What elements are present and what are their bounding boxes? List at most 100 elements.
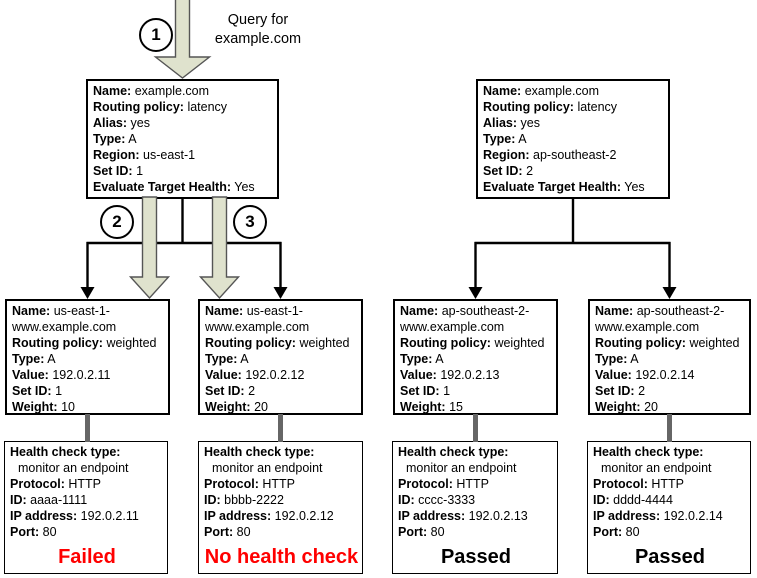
record-line-port: Port: 80 [204,524,359,540]
record-line-type: Type: A [205,351,358,367]
record-line-alias: Alias: yes [93,115,274,131]
record-line-value: Value: 192.0.2.11 [12,367,165,383]
field-label: Routing policy: [12,336,103,350]
record-line-routing-policy: Routing policy: weighted [12,335,165,351]
step2-flow-arrow-icon [128,196,171,300]
field-value: latency [187,100,228,114]
field-label: Protocol: [593,477,648,491]
field-value: HTTP [651,477,684,491]
field-label: Port: [10,525,40,539]
weighted-record-box-4: Name: ap-southeast-2-www.example.com Rou… [588,299,751,415]
down-arrowhead-icon [273,287,288,299]
record-line-alias: Alias: yes [483,115,665,131]
field-value: ap-southeast-2-www.example.com [400,304,530,334]
field-value: us-east-1 [143,148,196,162]
health-check-type-label: Health check type: [10,444,164,460]
field-label: IP address: [10,509,78,523]
step-1-badge: 1 [139,18,173,52]
health-check-type-value: monitor an endpoint [601,461,712,475]
field-label: Type: [12,352,45,366]
health-check-box-4: Health check type: monitor an endpoint P… [587,441,751,574]
field-value: 80 [42,525,57,539]
record-line-evaluate-target-health: Evaluate Target Health: Yes [483,179,665,195]
field-label: Weight: [12,400,58,414]
field-value: 20 [644,400,658,414]
field-label: Type: [595,352,628,366]
field-label: ID: [10,493,27,507]
record-line-ip-address: IP address: 192.0.2.11 [10,508,164,524]
field-label: Health check type: [398,445,509,459]
record-line-name: Name: us-east-1-www.example.com [12,303,165,335]
record-line-ip-address: IP address: 192.0.2.12 [204,508,359,524]
field-value: aaaa-1111 [30,493,88,507]
field-label: Region: [483,148,530,162]
field-label: Set ID: [93,164,133,178]
field-label: Protocol: [398,477,453,491]
latency-record-box-us-east-1: Name: example.com Routing policy: latenc… [86,79,279,199]
field-value: yes [520,116,540,130]
field-value: ap-southeast-2 [533,148,617,162]
record-line-protocol: Protocol: HTTP [398,476,554,492]
field-label: Port: [593,525,623,539]
step-2-badge: 2 [100,205,134,239]
field-label: Routing policy: [93,100,184,114]
field-label: Value: [205,368,242,382]
health-status-badge: No health check [204,546,359,568]
field-label: IP address: [398,509,466,523]
record-line-name: Name: example.com [93,83,274,99]
field-value: 1 [136,164,144,178]
field-label: Name: [483,84,522,98]
field-label: Type: [205,352,238,366]
field-value: 192.0.2.11 [80,509,139,523]
field-value: 192.0.2.14 [663,509,723,523]
field-label: Alias: [93,116,128,130]
right-connector-lines [468,199,677,299]
field-value: A [518,132,527,146]
field-value: weighted [299,336,350,350]
field-value: 10 [61,400,75,414]
record-line-type: Type: A [595,351,746,367]
field-label: Set ID: [205,384,245,398]
record-line-name: Name: ap-southeast-2-www.example.com [400,303,553,335]
field-label: Weight: [205,400,251,414]
record-line-id: ID: aaaa-1111 [10,492,164,508]
query-label: Query for example.com [197,11,319,49]
record-line-evaluate-target-health: Evaluate Target Health: Yes [93,179,274,195]
record-line-port: Port: 80 [398,524,554,540]
record-line-value: Value: 192.0.2.12 [205,367,358,383]
field-label: Alias: [483,116,518,130]
field-label: Port: [204,525,234,539]
record-line-ip-address: IP address: 192.0.2.13 [398,508,554,524]
record-line-set-id: Set ID: 2 [595,383,746,399]
down-arrowhead-icon [662,287,677,299]
health-check-box-2: Health check type: monitor an endpoint P… [198,441,363,574]
record-line-set-id: Set ID: 1 [12,383,165,399]
field-label: Name: [205,304,244,318]
record-line-set-id: Set ID: 1 [400,383,553,399]
record-line-protocol: Protocol: HTTP [10,476,164,492]
health-status-badge: Failed [58,546,116,568]
field-label: Port: [398,525,428,539]
step-3-badge: 3 [233,205,267,239]
field-value: 192.0.2.13 [440,368,500,382]
field-value: 15 [449,400,463,414]
field-label: Routing policy: [400,336,491,350]
record-line-region: Region: us-east-1 [93,147,274,163]
field-label: Name: [93,84,132,98]
field-value: A [630,352,639,366]
field-value: us-east-1-www.example.com [12,304,117,334]
record-line-type: Type: A [93,131,274,147]
record-line-id: ID: bbbb-2222 [204,492,359,508]
field-label: Weight: [595,400,641,414]
record-line-set-id: Set ID: 2 [205,383,358,399]
down-arrowhead-icon [468,287,483,299]
record-line-port: Port: 80 [10,524,164,540]
record-line-value: Value: 192.0.2.13 [400,367,553,383]
field-label: Type: [93,132,126,146]
health-check-type-label: Health check type: [204,444,359,460]
record-line-routing-policy: Routing policy: weighted [400,335,553,351]
field-label: Name: [12,304,51,318]
record-line-weight: Weight: 20 [205,399,358,414]
health-check-box-3: Health check type: monitor an endpoint P… [392,441,558,574]
